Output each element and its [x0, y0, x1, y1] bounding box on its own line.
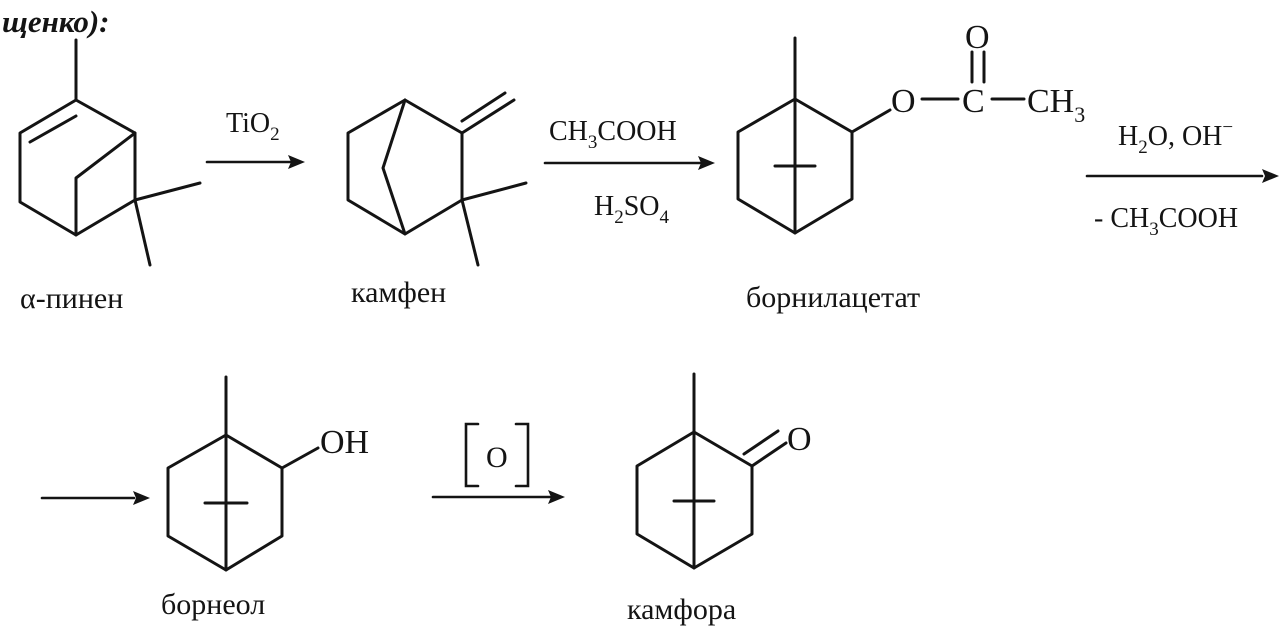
- ketone-oxygen: O: [787, 421, 812, 458]
- label-camphene: камфен: [351, 276, 446, 309]
- ester-oxygen: O: [891, 83, 916, 120]
- label-bornyl-acetate: борнилацетат: [746, 281, 920, 314]
- header-fragment: щенко):: [2, 4, 109, 39]
- reagent-sulfuric-acid: H2SO4: [594, 191, 670, 228]
- arrow-step2: [543, 156, 715, 170]
- hydroxyl-group: OH: [320, 424, 369, 461]
- borneol-structure: [166, 375, 320, 572]
- methyl-group: CH3: [1027, 83, 1085, 127]
- bornyl-acetate-structure: [736, 36, 1026, 235]
- camphene-structure: [346, 91, 528, 267]
- arrow-step1: [205, 155, 305, 169]
- label-borneol: борнеол: [161, 588, 265, 621]
- oxidant-bracket: O: [464, 422, 530, 488]
- label-camphor: камфора: [627, 593, 736, 626]
- carbonyl-carbon: C: [962, 83, 985, 120]
- oxidant-symbol: O: [486, 441, 508, 474]
- arrow-step3: [1085, 169, 1279, 183]
- arrow-continuation: [40, 491, 150, 505]
- reagent-minus-acetic-acid: - CH3COOH: [1094, 203, 1238, 240]
- reagent-acetic-acid: CH3COOH: [549, 116, 677, 153]
- camphor-structure: [635, 372, 788, 570]
- alpha-pinene-structure: [18, 38, 202, 267]
- arrow-step4: [431, 490, 565, 504]
- reagent-water-hydroxide: H2O, OH−: [1118, 117, 1233, 158]
- reagent-tio2: TiO2: [226, 108, 280, 145]
- carbonyl-oxygen: O: [965, 19, 990, 56]
- label-alpha-pinene: α-пинен: [20, 282, 123, 315]
